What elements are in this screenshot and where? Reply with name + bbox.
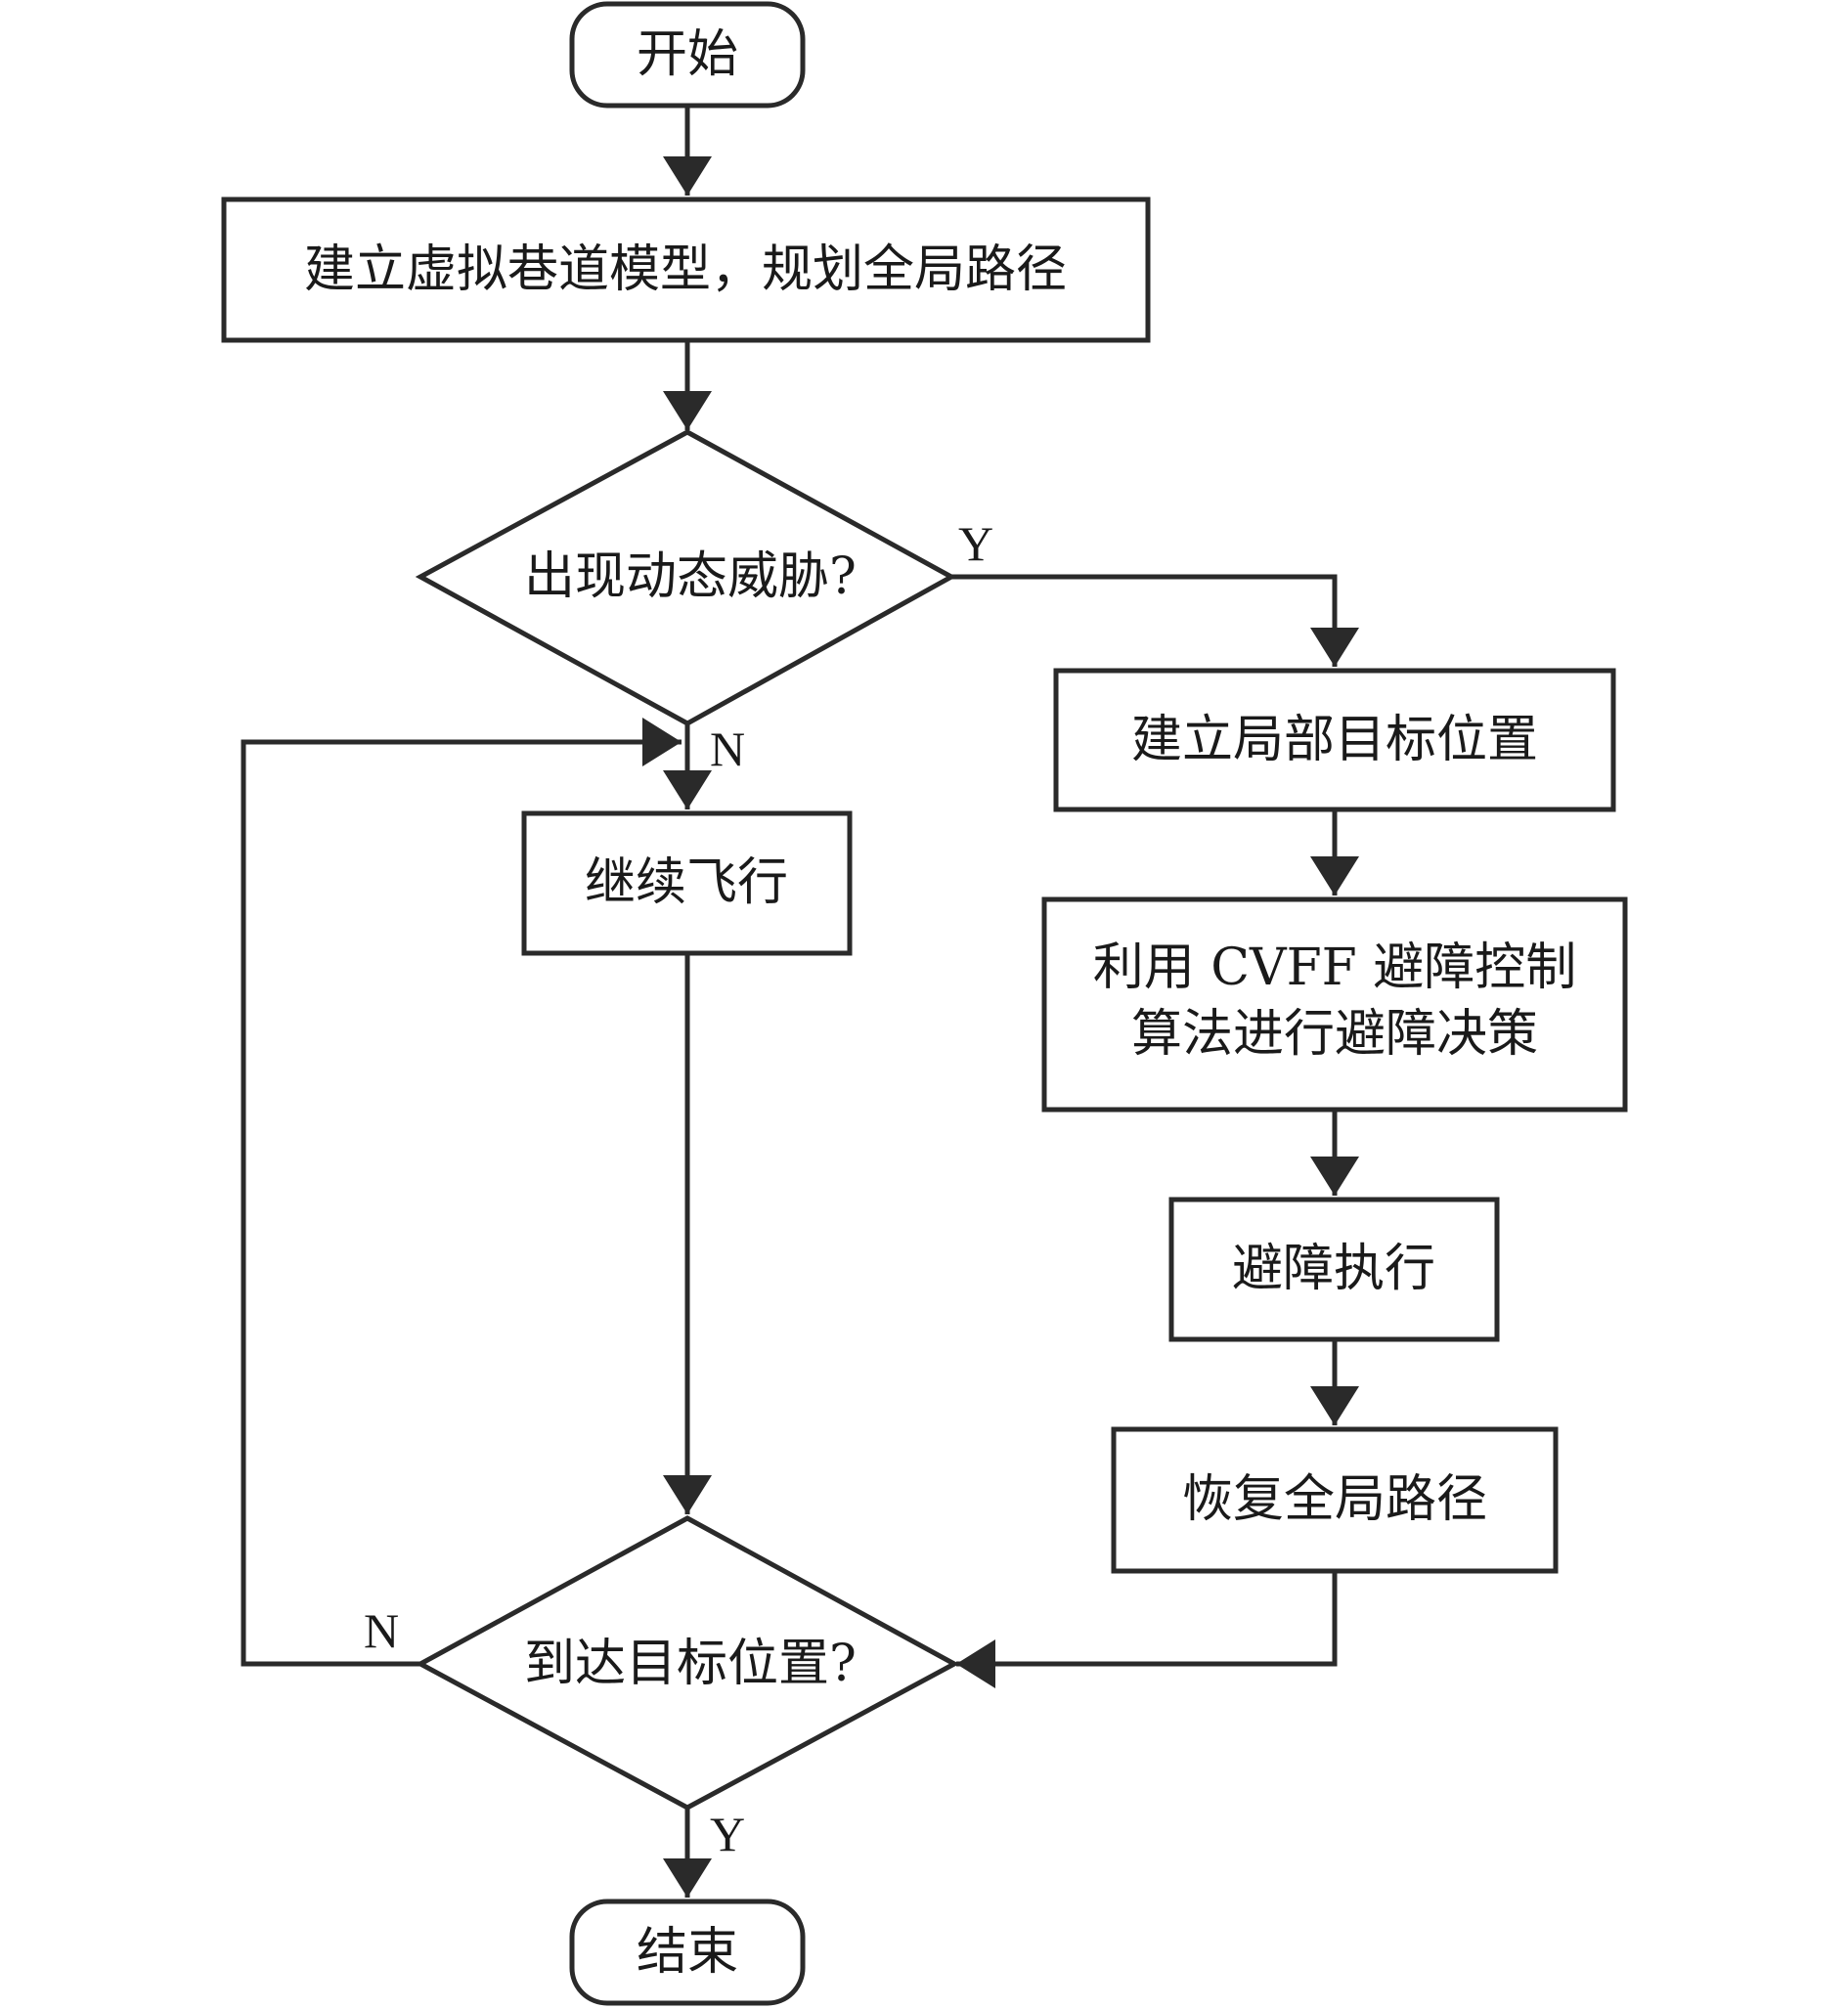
start-node: 开始 [569,1,806,109]
threat-yes-label: Y [958,516,993,571]
continue-flight-label: 继续飞行 [585,853,788,912]
dynamic-threat-decision: 出现动态威胁? [415,429,957,726]
avoid-execute-label: 避障执行 [1232,1240,1435,1298]
start-node-label: 开始 [637,25,738,84]
reach-yes-label: Y [710,1807,745,1861]
avoid-execute-node: 避障执行 [1168,1197,1500,1342]
restore-path-node: 恢复全局路径 [1111,1426,1559,1574]
continue-flight-node: 继续飞行 [521,810,853,956]
connector-restore-to-reach [956,1571,1338,1688]
build-model-label: 建立虚拟巷道模型，规划全局路径 [304,240,1067,299]
reach-no-label: N [364,1603,399,1658]
end-node: 结束 [569,1899,806,2006]
local-target-node: 建立局部目标位置 [1053,668,1616,812]
local-target-label: 建立局部目标位置 [1131,711,1538,769]
build-model-node: 建立虚拟巷道模型，规划全局路径 [221,197,1151,343]
threat-no-label: N [710,721,745,776]
dynamic-threat-label: 出现动态威胁? [524,547,857,606]
restore-path-label: 恢复全局路径 [1182,1470,1487,1529]
cvff-decision-node: 利用 CVFF 避障控制 算法进行避障决策 [1041,896,1628,1113]
reach-target-label: 到达目标位置? [524,1635,857,1693]
cvff-decision-line1: 利用 CVFF 避障控制 [1093,939,1577,997]
connector-reach-no-loopback [241,718,682,1667]
end-node-label: 结束 [637,1923,738,1982]
connector-threat-yes-to-local-target [951,574,1359,667]
cvff-decision-line2: 算法进行避障决策 [1131,1005,1538,1064]
reach-target-decision: 到达目标位置? [415,1515,960,1811]
